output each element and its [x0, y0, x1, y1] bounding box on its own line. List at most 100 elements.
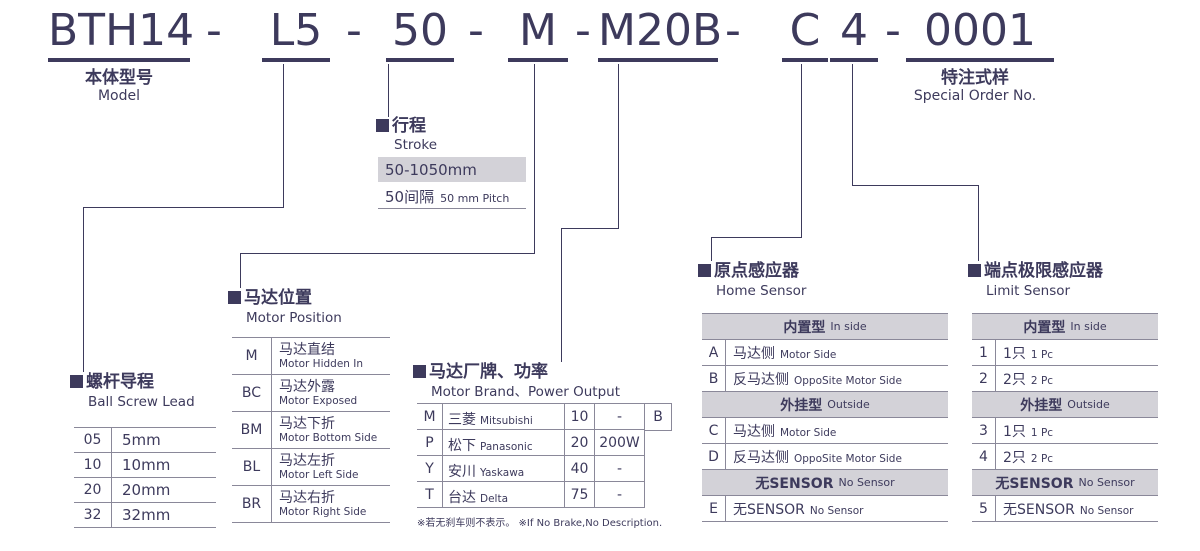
group-zh: 内置型	[783, 319, 826, 336]
code-cell: Y	[417, 456, 443, 481]
power-cell: -	[595, 456, 645, 481]
motor-position-section-subtitle: Motor Position	[246, 310, 342, 326]
table-row: BL 马达左折 Motor Left Side	[232, 449, 390, 486]
table-row: 5 无SENSOR No Sensor	[972, 496, 1158, 522]
label-en: 1 Pc	[1030, 348, 1054, 361]
code-segment-motor-brand: M20B	[598, 4, 722, 62]
label-en: Motor Exposed	[279, 395, 358, 407]
ball-screw-lead-section-title: 螺杆导程	[70, 373, 154, 392]
stroke-range: 50-1050mm	[385, 160, 477, 179]
label-zh: 反马达侧	[733, 371, 789, 388]
power-cell: -	[595, 482, 645, 507]
stroke-table: 50-1050mm 50间隔 50 mm Pitch	[378, 157, 526, 209]
label-en: OppoSite Motor Side	[794, 374, 902, 387]
table-row: BM 马达下折 Motor Bottom Side	[232, 412, 390, 449]
home-sensor-table: 内置型 In side A 马达侧 Motor Side B 反马达侧 Oppo…	[702, 313, 948, 522]
label-cell: 无SENSOR No Sensor	[726, 499, 948, 519]
table-row: A 马达侧 Motor Side	[702, 340, 948, 366]
code-cell: 20	[74, 478, 112, 502]
code-separator: -	[346, 5, 362, 56]
label-cell: 1只 1 Pc	[996, 343, 1158, 363]
code-cell: 3	[972, 418, 996, 443]
connector-motor-brand-v2	[561, 228, 562, 362]
group-header-row: 外挂型 Outside	[702, 392, 948, 418]
brand-zh: 松下	[448, 438, 476, 454]
power-code-cell: 40	[565, 456, 595, 481]
connector-stroke-v	[388, 64, 389, 117]
code-separator: -	[575, 5, 591, 56]
label-cell: 反马达侧 OppoSite Motor Side	[726, 369, 948, 389]
motor-brand-footnote: ※若无刹车则不表示。 ※If No Brake,No Description.	[417, 518, 663, 529]
motor-position-section-title: 马达位置	[228, 289, 312, 308]
table-row: 1 1只 1 Pc	[972, 340, 1158, 366]
code-segment-motor-position: M	[508, 4, 568, 62]
brand-en: Yaskawa	[480, 467, 525, 479]
value-cell: 20mm	[122, 481, 171, 499]
group-en: In side	[830, 320, 867, 333]
group-header-row: 无SENSOR No Sensor	[702, 470, 948, 496]
label-en: Motor Side	[780, 348, 837, 361]
home-sensor-section-title: 原点感应器	[698, 262, 799, 281]
code-cell: 1	[972, 340, 996, 365]
limit-sensor-section-title: 端点极限感应器	[968, 262, 1103, 281]
code-cell: 05	[74, 428, 112, 452]
label-zh: 马达左折	[279, 453, 335, 469]
group-header-row: 外挂型 Outside	[972, 392, 1158, 418]
stroke-title-zh: 行程	[392, 116, 426, 136]
ball-screw-lead-section-subtitle: Ball Screw Lead	[88, 394, 195, 410]
code-cell: M	[232, 338, 272, 374]
code-segment-special-order: 0001	[906, 4, 1054, 62]
connector-home-sensor-v2	[711, 237, 712, 261]
group-zh: 内置型	[1023, 319, 1066, 336]
group-zh: 外挂型	[1020, 397, 1063, 414]
code-cell: 5	[972, 496, 996, 521]
code-segment-lead: L5	[262, 4, 330, 62]
label-zh: 2只	[1003, 371, 1026, 388]
code-separator: -	[885, 5, 901, 56]
ball-screw-lead-table: 05 5mm 10 10mm 20 20mm 32 32mm	[74, 427, 216, 528]
table-row: T 台达 Delta 75 -	[417, 482, 645, 508]
label-zh: 2只	[1003, 449, 1026, 466]
table-row: D 反马达侧 OppoSite Motor Side	[702, 444, 948, 470]
stroke-pitch-en: 50 mm Pitch	[440, 192, 510, 205]
connector-limit-sensor-h	[852, 185, 979, 186]
section-bullet-icon	[968, 264, 981, 277]
table-row: 05 5mm	[74, 428, 216, 453]
label-zh: 马达侧	[733, 345, 775, 362]
code-text: M	[519, 5, 557, 56]
group-en: Outside	[827, 398, 870, 411]
model-label-en: Model	[97, 88, 141, 104]
code-cell: BM	[232, 412, 272, 448]
table-row: 2 2只 2 Pc	[972, 366, 1158, 392]
label-en: Motor Left Side	[279, 469, 359, 481]
group-zh: 无SENSOR	[755, 475, 834, 492]
code-cell: A	[702, 340, 726, 365]
limit-sensor-table: 内置型 In side 1 1只 1 Pc 2 2只 2 Pc 外挂型 Outs…	[972, 313, 1158, 522]
code-separator: -	[206, 5, 222, 56]
group-en: Outside	[1067, 398, 1110, 411]
label-zh: 1只	[1003, 423, 1026, 440]
label-zh: 反马达侧	[733, 449, 789, 466]
table-row: 32 32mm	[74, 503, 216, 528]
label-en: OppoSite Motor Side	[794, 452, 902, 465]
code-text: BTH14	[48, 5, 195, 56]
label-en: Motor Side	[780, 426, 837, 439]
brake-option-cell: B	[645, 403, 672, 431]
code-segment-stroke: 50	[386, 4, 454, 62]
value-cell: 5mm	[122, 431, 161, 449]
brand-zh: 三菱	[448, 412, 476, 428]
label-en: Motor Hidden In	[279, 358, 364, 370]
motor-brand-title-zh: 马达厂牌、功率	[429, 362, 548, 382]
section-bullet-icon	[698, 264, 711, 277]
code-text: M20B	[598, 5, 723, 56]
value-cell: 32mm	[122, 506, 171, 524]
motor-brand-table: M 三菱 Mitsubishi 10 - P 松下 Panasonic 20 2…	[417, 403, 645, 508]
limit-sensor-title-zh: 端点极限感应器	[984, 261, 1103, 281]
label-cell: 2只 2 Pc	[996, 369, 1158, 389]
label-en: No Sensor	[1079, 504, 1134, 517]
label-cell: 马达右折 Motor Right Side	[272, 486, 390, 522]
home-sensor-title-zh: 原点感应器	[714, 261, 799, 281]
code-text: 4	[840, 5, 868, 56]
home-sensor-section-subtitle: Home Sensor	[716, 283, 807, 299]
label-cell: 无SENSOR No Sensor	[996, 499, 1158, 519]
